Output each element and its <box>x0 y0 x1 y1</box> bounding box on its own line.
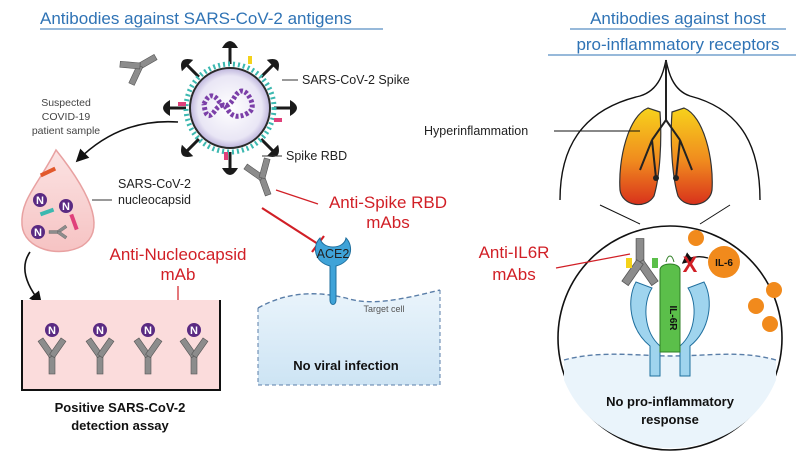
anti-nucleocapsid-line2: mAb <box>161 265 196 284</box>
anti-rbd-line2: mAbs <box>366 213 409 232</box>
sample-label-line3: patient sample <box>32 125 100 137</box>
no-response-line1: No pro-inflammatory <box>606 394 735 409</box>
il6-molecule <box>748 298 764 314</box>
anti-il6r-line1: Anti-IL6R <box>479 243 550 262</box>
il6-label: IL-6 <box>715 258 733 269</box>
n-letter-sample-3: N <box>34 227 42 239</box>
n-letter-sample-1: N <box>36 195 44 207</box>
target-cell-label: Target cell <box>363 304 404 314</box>
inhibition-line <box>261 207 319 245</box>
n-letter-sample-2: N <box>62 201 70 213</box>
no-response-line2: response <box>641 412 699 427</box>
left-title: Antibodies against SARS-CoV-2 antigens <box>40 9 352 28</box>
arrow-virus-to-sample <box>75 120 179 163</box>
il6r-label: IL-6R <box>667 306 678 332</box>
lungs <box>619 60 713 206</box>
torso-outline <box>559 59 761 201</box>
assay-label-line2: detection assay <box>71 418 169 433</box>
n-letter-assay-1: N <box>48 325 56 337</box>
block-x-mark: X <box>683 252 698 277</box>
il6-molecule <box>762 316 778 332</box>
il6-molecule <box>766 282 782 298</box>
il6-molecule-main <box>708 246 740 278</box>
spike-label: SARS-CoV-2 Spike <box>302 73 410 87</box>
anti-rbd-pointer <box>275 189 319 205</box>
n-letter-assay-3: N <box>144 325 152 337</box>
ace2-receptor <box>314 236 352 305</box>
detection-assay-well: N N N N <box>21 300 221 391</box>
right-title-line2: pro-inflammatory receptors <box>576 35 779 54</box>
il6r-receptor: IL-6R <box>630 255 710 377</box>
viral-rna <box>201 88 255 119</box>
anti-nucleocapsid-line1: Anti-Nucleocapsid <box>109 245 246 264</box>
anti-il6r-line2: mAbs <box>492 265 535 284</box>
sars-cov-2-virus <box>116 39 299 201</box>
nucleocapsid-label-line2: nucleocapsid <box>118 193 191 207</box>
ace2-label: ACE2 <box>317 247 350 261</box>
n-letter-assay-2: N <box>96 325 104 337</box>
anti-rbd-line1: Anti-Spike RBD <box>329 193 447 212</box>
target-cell: ACE2 Target cell No viral infection <box>257 236 441 386</box>
zoom-circle: IL-6R X IL-6 No pro-inflammatory respons… <box>557 225 783 451</box>
arrow-sample-to-assay <box>24 251 42 305</box>
sample-label-line2: COVID-19 <box>42 111 91 123</box>
assay-label-line1: Positive SARS-CoV-2 <box>55 400 186 415</box>
patient-sample-drop: N N N <box>21 148 95 253</box>
sample-label-line1: Suspected <box>41 97 91 109</box>
rbd-label: Spike RBD <box>286 149 347 163</box>
right-title-line1: Antibodies against host <box>590 9 766 28</box>
il6-binding-arrow <box>681 252 709 264</box>
n-letter-assay-4: N <box>190 325 198 337</box>
il6-molecule <box>688 230 704 246</box>
virus-envelope <box>189 67 271 149</box>
anti-il6r-pointer <box>555 253 631 269</box>
nucleocapsid-label-line1: SARS-CoV-2 <box>118 177 191 191</box>
sample-label: Suspected COVID-19 patient sample <box>32 97 100 137</box>
antibody-on-rbd <box>242 155 282 201</box>
hyperinflammation-label: Hyperinflammation <box>424 124 528 138</box>
antibody-on-spike <box>116 44 164 88</box>
envelope-teal <box>183 61 277 155</box>
no-infection-label: No viral infection <box>293 358 399 373</box>
